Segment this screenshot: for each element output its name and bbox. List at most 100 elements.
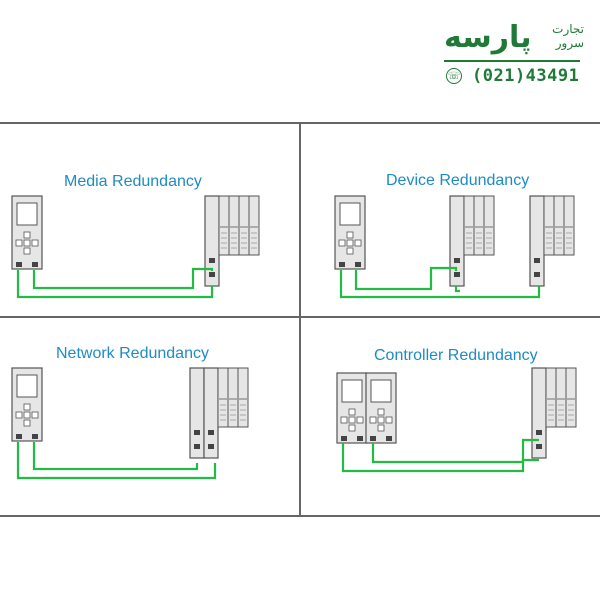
keypad-key bbox=[15, 239, 23, 247]
keypad-key bbox=[23, 411, 31, 419]
ethernet-port bbox=[339, 262, 345, 267]
ethernet-port bbox=[534, 258, 540, 263]
keypad-key bbox=[23, 419, 31, 427]
network-cable bbox=[32, 442, 199, 471]
logo-brand-text: پارسه bbox=[444, 20, 532, 55]
io-slice bbox=[228, 195, 240, 256]
io-slice bbox=[565, 367, 577, 428]
io-slice bbox=[563, 195, 575, 256]
panel-title-device-redundancy: Device Redundancy bbox=[386, 172, 530, 189]
ethernet-port bbox=[536, 430, 542, 435]
keypad-key bbox=[354, 239, 362, 247]
network-cable bbox=[354, 266, 458, 291]
keypad-key bbox=[23, 403, 31, 411]
io-slice bbox=[545, 367, 557, 428]
panel-title-controller-redundancy: Controller Redundancy bbox=[374, 347, 538, 364]
controller-unit bbox=[11, 367, 43, 442]
ethernet-port bbox=[536, 444, 542, 449]
io-slice bbox=[217, 367, 229, 428]
keypad-key bbox=[15, 411, 23, 419]
ethernet-port bbox=[208, 430, 214, 435]
panel-title-media-redundancy: Media Redundancy bbox=[64, 173, 202, 190]
logo-divider bbox=[444, 60, 580, 62]
keypad-key bbox=[348, 408, 356, 416]
keypad-key bbox=[346, 247, 354, 255]
keypad-key bbox=[385, 416, 393, 424]
network-cable bbox=[16, 270, 214, 299]
keypad-key bbox=[348, 424, 356, 432]
controller-unit bbox=[11, 195, 43, 270]
io-slice bbox=[238, 195, 250, 256]
devices-layer bbox=[11, 195, 577, 459]
network-cable bbox=[341, 443, 539, 473]
network-cable bbox=[16, 442, 217, 480]
keypad-key bbox=[346, 231, 354, 239]
io-slice bbox=[483, 195, 495, 256]
io-slice bbox=[218, 195, 230, 256]
io-slice bbox=[555, 367, 567, 428]
io-slice bbox=[463, 195, 475, 256]
controller-screen bbox=[16, 374, 38, 398]
ethernet-port bbox=[370, 436, 376, 441]
ethernet-port bbox=[209, 272, 215, 277]
keypad-key bbox=[377, 416, 385, 424]
ethernet-port bbox=[16, 434, 22, 439]
phone-icon: ☏ bbox=[446, 68, 462, 84]
logo-sub-line2: سرور bbox=[555, 36, 584, 50]
logo-sub-line1: تجارت bbox=[552, 22, 584, 36]
controller-unit bbox=[334, 195, 366, 270]
ethernet-port bbox=[341, 436, 347, 441]
ethernet-port bbox=[32, 434, 38, 439]
network-cable bbox=[454, 286, 460, 293]
network-cable bbox=[339, 270, 541, 299]
keypad-key bbox=[346, 239, 354, 247]
keypad-key bbox=[23, 247, 31, 255]
io-rack bbox=[449, 195, 495, 287]
io-rack bbox=[531, 367, 577, 459]
controller-unit bbox=[365, 372, 397, 444]
network-cable bbox=[371, 438, 539, 464]
panel-frame bbox=[0, 122, 600, 517]
controller-screen bbox=[16, 202, 38, 226]
logo-sub-text: تجارت سرور bbox=[540, 22, 584, 50]
io-slice bbox=[553, 195, 565, 256]
io-rack bbox=[189, 367, 249, 459]
io-slice bbox=[543, 195, 555, 256]
network-cable bbox=[32, 267, 214, 290]
keypad-key bbox=[23, 231, 31, 239]
keypad-key bbox=[369, 416, 377, 424]
ethernet-port bbox=[208, 444, 214, 449]
panel-title-network-redundancy: Network Redundancy bbox=[56, 345, 209, 362]
brand-logo: پارسه تجارت سرور ☏ (021)43491 bbox=[440, 14, 590, 96]
ethernet-port bbox=[454, 272, 460, 277]
io-slice bbox=[227, 367, 239, 428]
keypad-key bbox=[356, 416, 364, 424]
keypad-key bbox=[377, 408, 385, 416]
io-slice bbox=[248, 195, 260, 256]
ethernet-port bbox=[534, 272, 540, 277]
ethernet-port bbox=[357, 436, 363, 441]
ethernet-port bbox=[209, 258, 215, 263]
keypad-key bbox=[23, 239, 31, 247]
keypad-key bbox=[340, 416, 348, 424]
io-slice bbox=[237, 367, 249, 428]
keypad-key bbox=[348, 416, 356, 424]
keypad-key bbox=[31, 411, 39, 419]
ethernet-port bbox=[194, 444, 200, 449]
controller-unit bbox=[336, 372, 368, 444]
ethernet-port bbox=[194, 430, 200, 435]
io-slice bbox=[473, 195, 485, 256]
io-rack bbox=[204, 195, 260, 287]
keypad-key bbox=[31, 239, 39, 247]
ethernet-port bbox=[32, 262, 38, 267]
ethernet-port bbox=[454, 258, 460, 263]
cables-layer bbox=[16, 266, 541, 480]
keypad-key bbox=[338, 239, 346, 247]
ethernet-port bbox=[16, 262, 22, 267]
phone-number: (021)43491 bbox=[472, 66, 580, 86]
ethernet-port bbox=[386, 436, 392, 441]
keypad-key bbox=[377, 424, 385, 432]
controller-screen bbox=[341, 379, 363, 403]
controller-screen bbox=[339, 202, 361, 226]
